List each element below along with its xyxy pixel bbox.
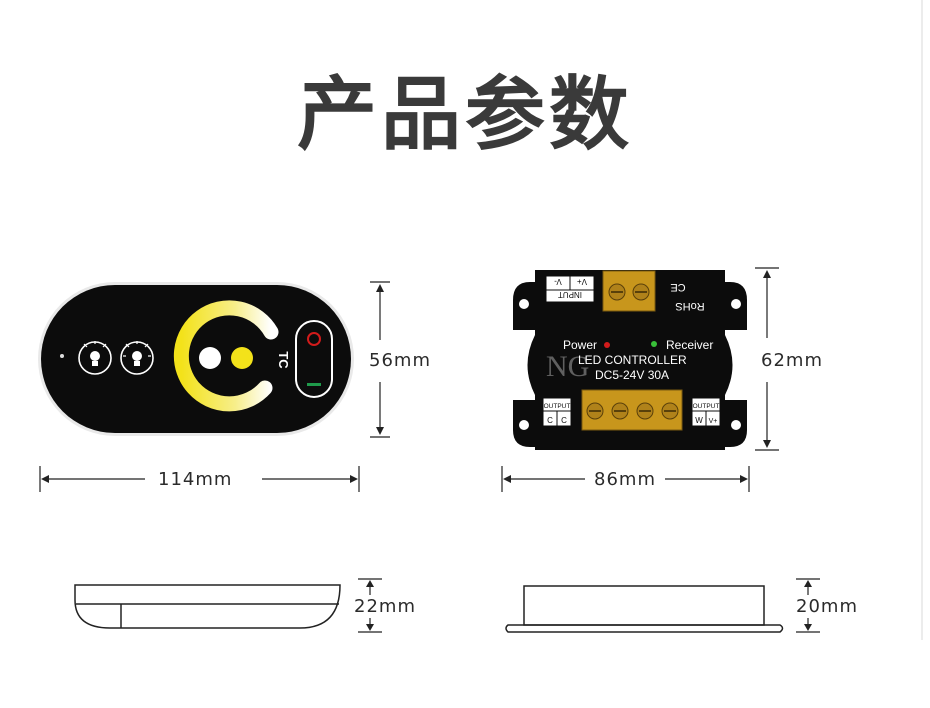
power-label: Power — [563, 338, 597, 352]
ce-label: CE — [670, 281, 685, 293]
product-name: LED CONTROLLER — [578, 353, 687, 367]
remote-top-view: TC — [38, 282, 354, 436]
warm-white-button — [231, 347, 253, 369]
brightness-up-icon — [120, 341, 154, 375]
power-led — [604, 342, 610, 348]
remote-brand-text: TC — [276, 351, 291, 369]
input-terminal-block — [602, 270, 656, 312]
remote-width-dimension — [39, 466, 360, 492]
input-label: INPUT — [558, 290, 582, 299]
controller-width-label: 86mm — [594, 469, 656, 490]
output-left-label-box: OUTPUT C C — [542, 397, 572, 427]
remote-thickness-dimension — [358, 578, 382, 633]
output-right-v-plus: V+ — [709, 418, 718, 425]
controller-width-dimension — [501, 466, 750, 492]
controller-top-view: INPUT V+ V- RoHS CE Power Receiver LED C… — [513, 270, 747, 450]
controller-height-label: 62mm — [761, 350, 823, 371]
remote-height-label: 56mm — [369, 350, 431, 371]
input-v-minus-label: V- — [554, 277, 562, 286]
controller-height-dimension — [755, 267, 779, 451]
cool-white-button — [199, 347, 221, 369]
page-edge-rule — [921, 0, 923, 640]
input-label-box: INPUT V+ V- — [545, 275, 595, 303]
output-terminal-block — [581, 389, 683, 431]
receiver-label: Receiver — [666, 338, 713, 352]
input-v-plus-label: V+ — [577, 277, 587, 286]
output-right-w: W — [695, 416, 703, 425]
rohs-label: RoHS — [675, 300, 704, 312]
output-right-label: OUTPUT — [693, 403, 720, 410]
remote-height-dimension — [370, 281, 390, 438]
output-left-label: OUTPUT — [544, 403, 571, 410]
remote-thickness-label: 22mm — [354, 596, 416, 617]
controller-thickness-dimension — [796, 578, 820, 633]
output-right-label-box: OUTPUT W V+ — [691, 397, 721, 427]
controller-side-view — [505, 585, 784, 633]
receiver-led — [651, 341, 657, 347]
color-temperature-ring — [173, 300, 279, 412]
output-left-c2: C — [561, 416, 567, 425]
page-title: 产品参数 — [297, 68, 633, 161]
watermark-text: NG — [546, 350, 589, 383]
controller-thickness-label: 20mm — [796, 596, 858, 617]
rating-label: DC5-24V 30A — [595, 368, 669, 382]
remote-width-label: 114mm — [158, 469, 233, 490]
remote-side-view — [74, 584, 341, 629]
output-left-c1: C — [547, 416, 553, 425]
remote-indicator-dot — [60, 354, 64, 358]
power-button — [295, 320, 333, 398]
brightness-down-icon — [78, 341, 112, 375]
